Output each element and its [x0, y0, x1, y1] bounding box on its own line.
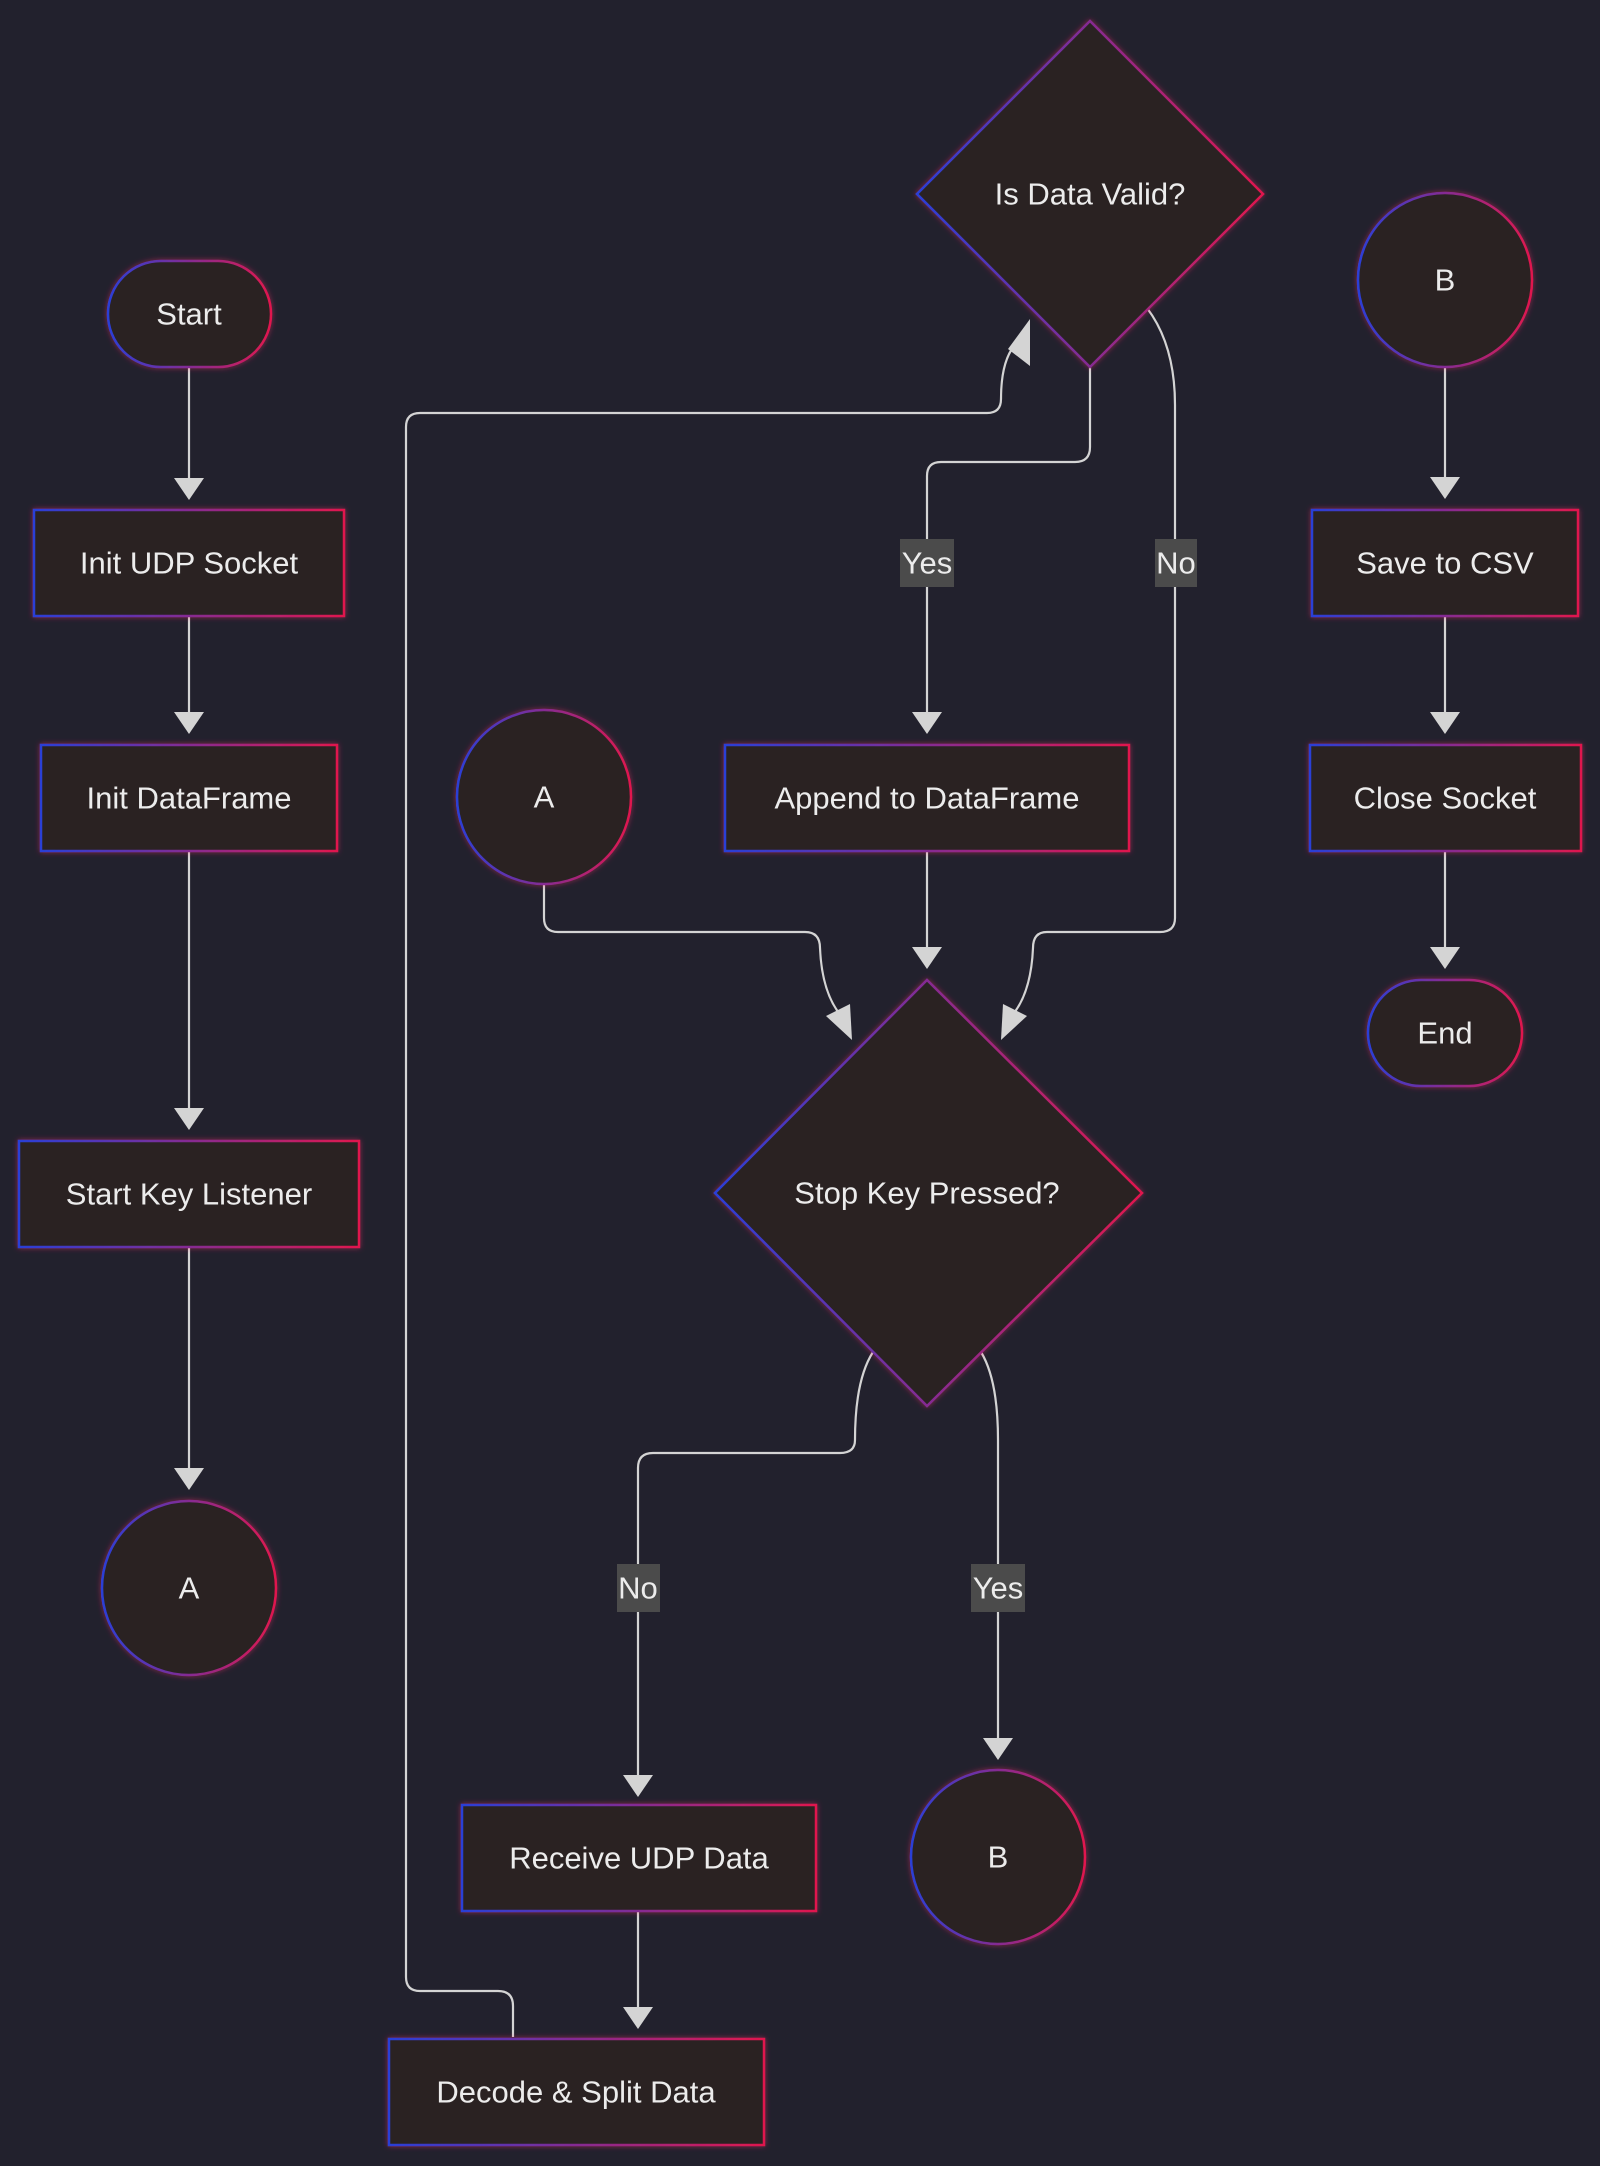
node-connector-a-in[interactable]: A: [455, 708, 633, 886]
arrowhead-save: [1430, 477, 1460, 499]
svg-text:Is Data Valid?: Is Data Valid?: [995, 177, 1186, 212]
node-decode-split-data[interactable]: Decode & Split Data: [387, 2037, 766, 2147]
node-is-data-valid[interactable]: Is Data Valid?: [915, 19, 1265, 369]
edge-label-stop-yes: Yes: [971, 1564, 1025, 1612]
svg-text:Start Key Listener: Start Key Listener: [66, 1177, 312, 1212]
arrowhead-key-listener: [174, 1108, 204, 1130]
arrowhead-end: [1430, 947, 1460, 969]
edge-valid-yes-to-append: [925, 367, 1092, 712]
svg-text:Init UDP Socket: Init UDP Socket: [80, 546, 299, 581]
node-stop-key-pressed[interactable]: Stop Key Pressed?: [713, 978, 1144, 1408]
svg-text:Receive UDP Data: Receive UDP Data: [509, 1841, 769, 1876]
svg-text:B: B: [1435, 263, 1456, 298]
svg-text:Yes: Yes: [973, 1571, 1024, 1606]
edge-a-to-stop-key: [542, 883, 844, 1019]
node-connector-b-out[interactable]: B: [909, 1768, 1087, 1946]
arrowhead-a-to-stop: [826, 1004, 852, 1040]
svg-text:Stop Key Pressed?: Stop Key Pressed?: [794, 1176, 1059, 1211]
node-save-to-csv[interactable]: Save to CSV: [1310, 508, 1580, 618]
arrowhead-to-valid: [1008, 319, 1030, 366]
edge-stop-no-to-receive: [636, 1351, 874, 1775]
node-init-udp-socket[interactable]: Init UDP Socket: [32, 508, 346, 618]
arrowhead-append: [912, 712, 942, 734]
arrowhead-init-df: [174, 712, 204, 734]
edge-label-valid-yes: Yes: [900, 539, 954, 587]
arrowhead-b-in: [983, 1738, 1013, 1760]
svg-text:Init DataFrame: Init DataFrame: [86, 781, 291, 816]
edge-labels: Yes No No Yes: [617, 539, 1197, 1612]
node-append-to-dataframe[interactable]: Append to DataFrame: [723, 743, 1131, 853]
arrowhead-close: [1430, 712, 1460, 734]
node-receive-udp-data[interactable]: Receive UDP Data: [460, 1803, 818, 1913]
svg-text:Close Socket: Close Socket: [1354, 781, 1537, 816]
node-init-dataframe[interactable]: Init DataFrame: [39, 743, 339, 853]
edges: [174, 307, 1460, 2037]
edge-decode-to-valid: [404, 339, 1021, 2037]
node-close-socket[interactable]: Close Socket: [1308, 743, 1583, 853]
edge-label-valid-no: No: [1155, 539, 1197, 587]
node-connector-a-out[interactable]: A: [100, 1499, 278, 1677]
arrowhead-a-out: [174, 1468, 204, 1490]
node-end[interactable]: End: [1366, 978, 1524, 1088]
nodes: Start Init UDP Socket Init DataFrame Sta…: [17, 19, 1583, 2147]
svg-text:Start: Start: [156, 297, 222, 332]
svg-text:Decode & Split Data: Decode & Split Data: [436, 2075, 716, 2110]
arrowhead-receive: [623, 1775, 653, 1797]
arrowhead-no-to-stop: [1001, 1004, 1027, 1040]
edge-stop-yes-to-b: [980, 1351, 1000, 1738]
arrowhead-append-to-stop: [912, 947, 942, 969]
edge-valid-no-to-stop-key: [1009, 307, 1177, 1019]
svg-text:No: No: [1156, 546, 1196, 581]
node-start[interactable]: Start: [106, 259, 273, 369]
svg-text:B: B: [988, 1840, 1009, 1875]
svg-text:Yes: Yes: [902, 546, 953, 581]
svg-text:Save to CSV: Save to CSV: [1356, 546, 1534, 581]
node-connector-b-in[interactable]: B: [1356, 191, 1534, 369]
edge-label-stop-no: No: [617, 1564, 660, 1612]
arrowhead-init-udp: [174, 478, 204, 500]
svg-text:A: A: [534, 780, 555, 815]
svg-text:No: No: [618, 1571, 658, 1606]
svg-text:End: End: [1417, 1016, 1472, 1051]
svg-text:Append to DataFrame: Append to DataFrame: [774, 781, 1079, 816]
arrowhead-decode: [623, 2007, 653, 2029]
node-start-key-listener[interactable]: Start Key Listener: [17, 1139, 361, 1249]
svg-text:A: A: [179, 1571, 200, 1606]
